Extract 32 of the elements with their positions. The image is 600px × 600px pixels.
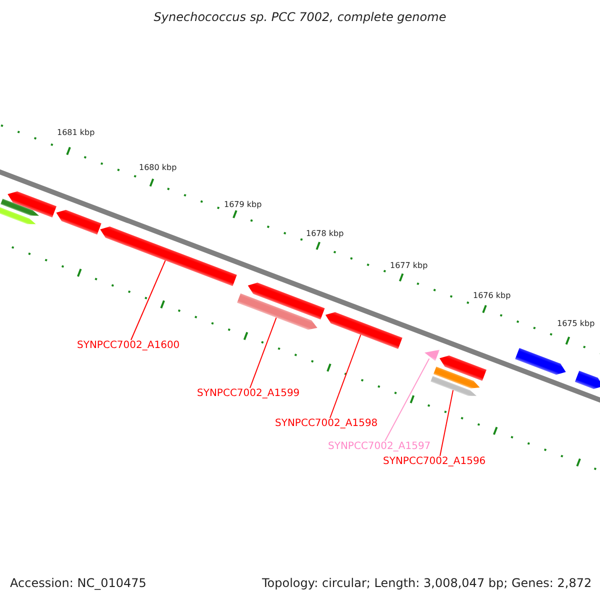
scale-label: 1678 kbp xyxy=(306,229,344,238)
gene-label: SYNPCC7002_A1600 xyxy=(77,340,180,351)
gene-bar xyxy=(325,312,402,349)
footer-text: Topology: circular; Length: 3,008,047 bp; Genes: 2,872 xyxy=(262,576,592,590)
gene-label: SYNPCC7002_A1598 xyxy=(275,418,378,429)
gene-bar xyxy=(0,207,36,224)
gene-bar xyxy=(574,370,600,390)
scale-label: 1677 kbp xyxy=(390,261,428,270)
scale-label: 1676 kbp xyxy=(473,291,511,300)
title: Synechococcus sp. PCC 7002, complete genome xyxy=(152,10,448,24)
scale-label: 1680 kbp xyxy=(139,163,177,172)
scale-label: 1675 kbp xyxy=(557,319,595,328)
footer-text: Accession: NC_010475 xyxy=(10,576,146,590)
gene-label: SYNPCC7002_A1599 xyxy=(197,388,300,399)
leader-line xyxy=(250,317,277,388)
gene-bar xyxy=(56,210,102,235)
gene-bar xyxy=(248,282,325,320)
leader-line xyxy=(130,260,166,340)
scale-label: 1679 kbp xyxy=(224,200,262,209)
gene-label: SYNPCC7002_A1597 xyxy=(328,441,431,452)
gene-bar xyxy=(515,348,566,375)
gene-bar xyxy=(0,198,40,216)
gene-triangle xyxy=(424,350,440,361)
leader-line xyxy=(330,334,362,418)
gene-bar xyxy=(430,376,477,396)
gene-bar xyxy=(100,226,237,286)
gene-bar xyxy=(237,293,318,330)
scale-label: 1681 kbp xyxy=(57,128,95,137)
gene-bar xyxy=(433,366,480,388)
gene-label: SYNPCC7002_A1596 xyxy=(383,456,486,467)
leader-line xyxy=(384,358,430,442)
gene-bar xyxy=(440,356,486,381)
